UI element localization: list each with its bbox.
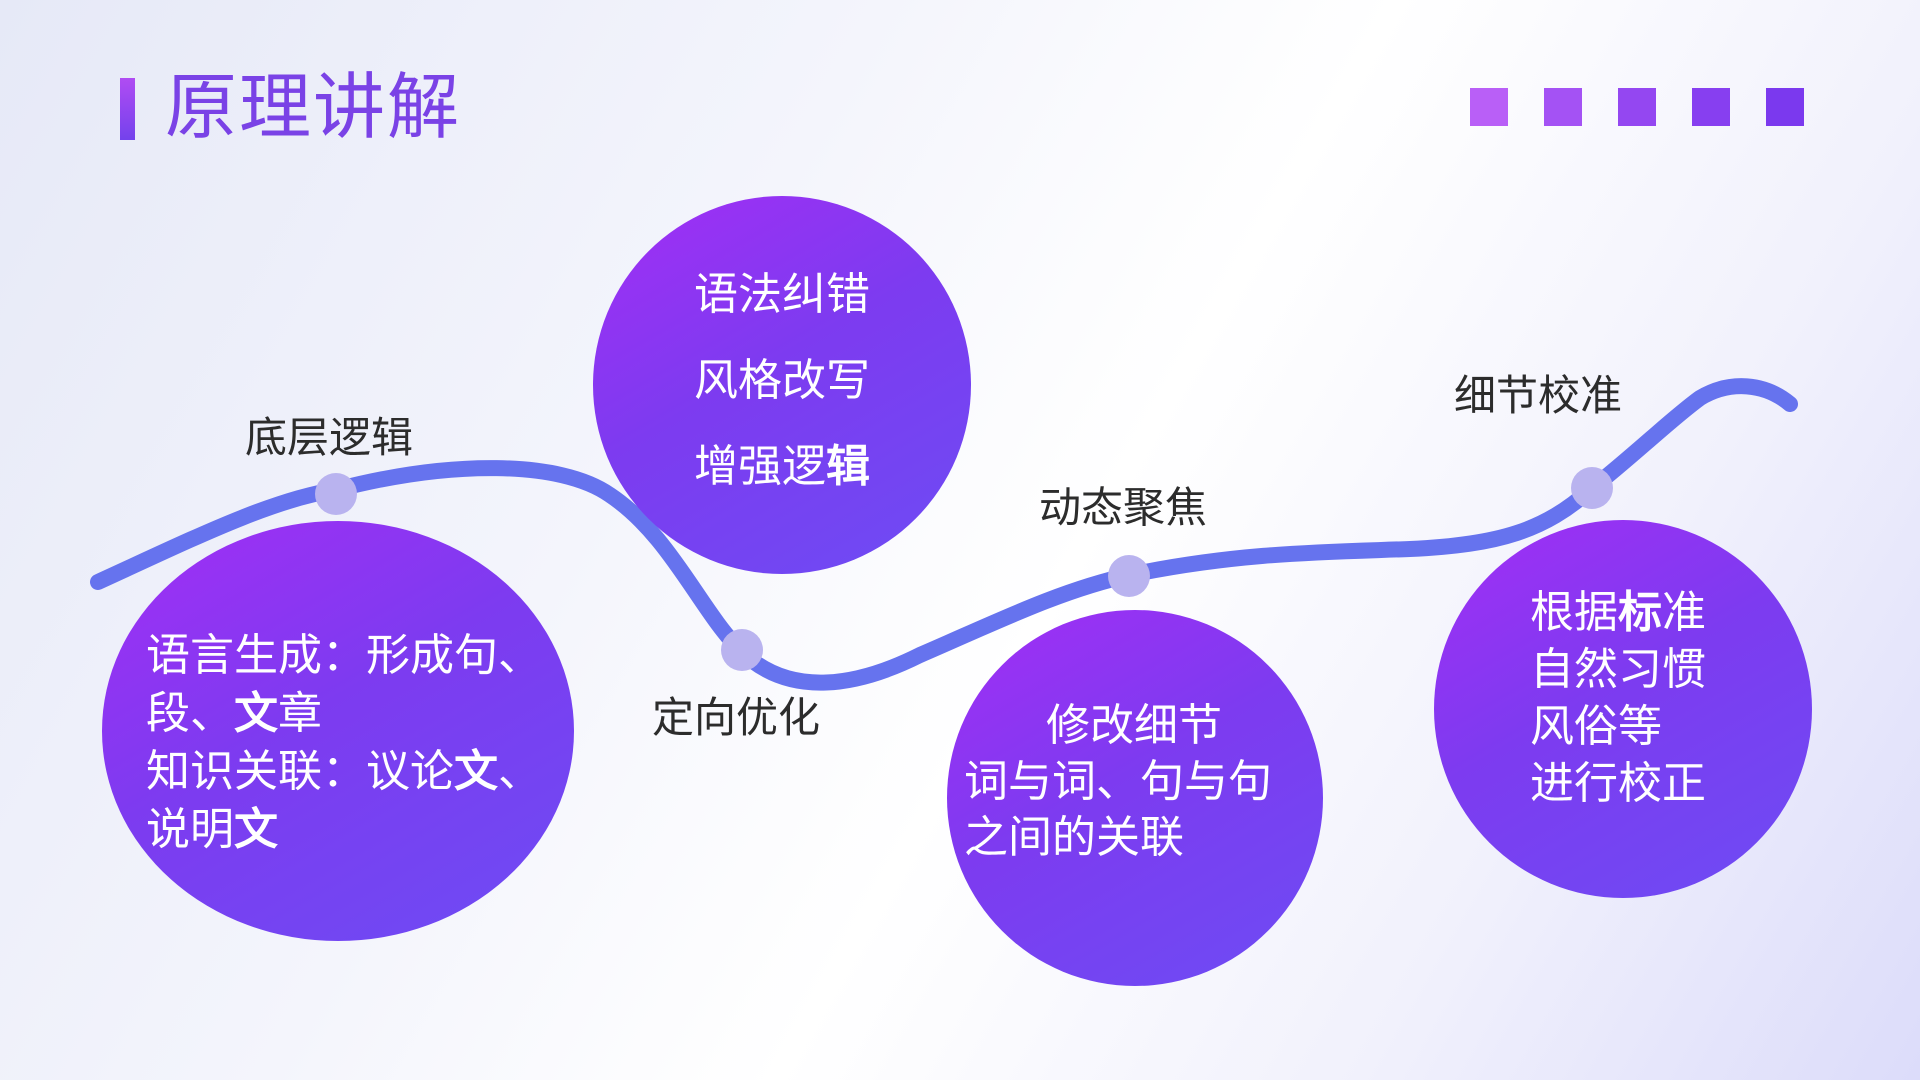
calibration-line-1-a: 根据: [1530, 587, 1618, 638]
logic-line-4-b: 文: [234, 804, 278, 855]
deco-square-4: [1692, 88, 1730, 126]
logic-line-4: 说明文: [146, 801, 542, 859]
page-title: 原理讲解: [165, 65, 462, 149]
logic-line-2-a: 段、: [146, 688, 234, 739]
calibration-line-1-c: 准: [1662, 587, 1706, 638]
optimization-line-1: 语法纠错: [694, 269, 870, 320]
deco-square-1: [1470, 88, 1508, 126]
node-dot-logic: [315, 473, 357, 515]
logic-line-3-b: 文: [454, 746, 498, 797]
label-bottom-logic: 底层逻辑: [245, 413, 414, 462]
circle-calibration: 根据标准 自然习惯 风俗等 进行校正: [1434, 520, 1812, 898]
calibration-line-1: 根据标准: [1530, 584, 1706, 641]
focus-line-3: 之间的关联: [964, 812, 1184, 863]
label-dynamic-focus: 动态聚焦: [1039, 483, 1208, 532]
optimization-line-2: 风格改写: [694, 355, 870, 406]
circle-focus-text: 修改细节 词与词、句与句 之间的关联: [964, 698, 1272, 866]
logic-line-2-c: 章: [278, 688, 322, 739]
calibration-line-1-b: 标: [1618, 587, 1662, 638]
circle-focus: 修改细节 词与词、句与句 之间的关联: [947, 610, 1323, 986]
circle-optimization: 语法纠错 风格改写 增强逻辑: [593, 196, 971, 574]
logic-line-3-a: 知识关联：议论: [146, 746, 454, 797]
decorative-squares: [1470, 88, 1804, 126]
node-dot-calibration: [1571, 467, 1613, 509]
calibration-line-2: 自然习惯: [1530, 644, 1706, 695]
title-accent-bar: [120, 78, 135, 140]
circle-calibration-text: 根据标准 自然习惯 风俗等 进行校正: [1530, 584, 1706, 812]
deco-square-5: [1766, 88, 1804, 126]
logic-line-2-b: 文: [234, 688, 278, 739]
logic-line-3: 知识关联：议论文、: [146, 743, 542, 801]
node-dot-focus: [1108, 555, 1150, 597]
deco-square-2: [1544, 88, 1582, 126]
circle-optimization-text: 语法纠错 风格改写 增强逻辑: [593, 252, 971, 510]
circle-logic: 语言生成：形成句、 段、文章 知识关联：议论文、 说明文: [102, 521, 574, 941]
circle-logic-text: 语言生成：形成句、 段、文章 知识关联：议论文、 说明文: [146, 627, 542, 859]
logic-line-4-a: 说明: [146, 804, 234, 855]
node-dot-optimization: [721, 629, 763, 671]
calibration-line-4: 进行校正: [1530, 758, 1706, 809]
deco-square-3: [1618, 88, 1656, 126]
logic-line-2: 段、文章: [146, 685, 542, 743]
optimization-line-3-b: 辑: [826, 441, 870, 492]
calibration-line-3: 风俗等: [1530, 701, 1662, 752]
label-detail-calibration: 细节校准: [1454, 371, 1623, 420]
optimization-line-3: 增强逻辑: [593, 424, 971, 510]
optimization-line-3-a: 增强逻: [694, 441, 826, 492]
focus-line-2: 词与词、句与句: [964, 756, 1272, 807]
logic-line-1: 语言生成：形成句、: [146, 630, 542, 681]
label-directed-optimization: 定向优化: [652, 693, 821, 742]
logic-line-3-c: 、: [498, 746, 542, 797]
focus-line-1: 修改细节: [1046, 700, 1222, 751]
